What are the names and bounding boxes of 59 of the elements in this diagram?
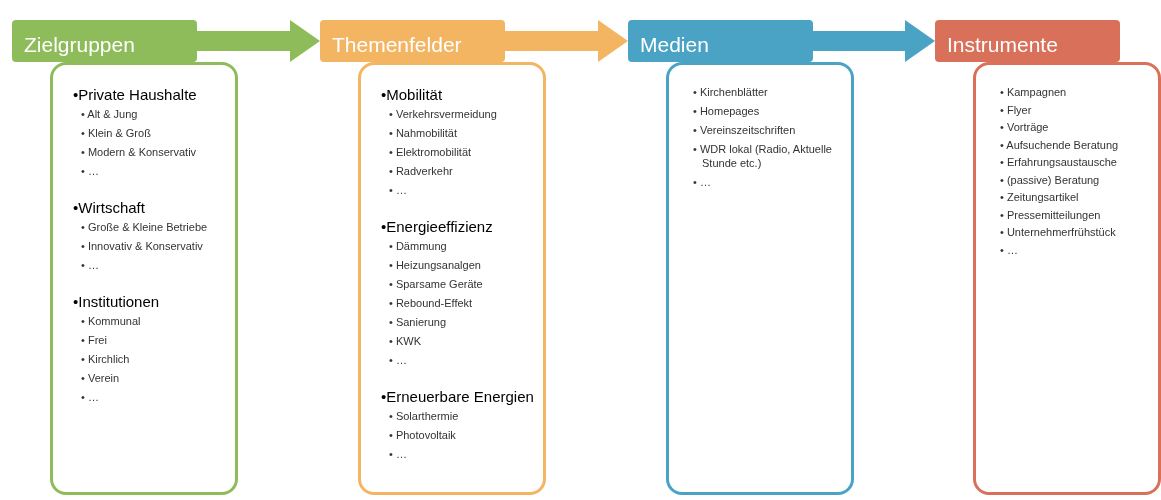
list-item: • Kirchenblätter <box>693 85 769 99</box>
list-item: • Frei <box>81 333 108 347</box>
block-arrow <box>505 20 628 62</box>
list-item: • Rebound-Effekt <box>389 296 474 310</box>
list-item: • Innovativ & Konservativ <box>81 239 204 253</box>
list-item: • Vorträge <box>1000 120 1050 134</box>
list-item: • Homepages <box>693 104 761 118</box>
list-item: • Erfahrungsaustausche <box>1000 155 1118 169</box>
list-item: • Aufsuchende Beratung <box>1000 137 1120 152</box>
list-item: • … <box>389 353 408 367</box>
list-item: • WDR lokal (Radio, Aktuelle Stunde etc.) <box>693 142 833 170</box>
list-item: • Nahmobilität <box>389 126 459 140</box>
block-arrow <box>813 20 935 62</box>
list-item: • Alt & Jung <box>81 107 139 121</box>
list-box <box>666 62 854 495</box>
list-item: • Flyer <box>1000 102 1033 117</box>
header-box: Instrumente <box>935 20 1120 62</box>
list-item: • Verkehrsvermeidung <box>389 107 498 121</box>
list-item: • Kampagnen <box>1000 85 1068 99</box>
list-item: • Radverkehr <box>389 164 454 178</box>
list-item: • … <box>81 164 100 178</box>
list-item: • Zeitungsartikel <box>1000 190 1080 204</box>
list-item: • Große & Kleine Betriebe <box>81 220 209 234</box>
list-item: • Vereinszeitschriften <box>693 123 797 137</box>
list-heading: •Energieeffizienz <box>381 217 494 236</box>
list-item: • Heizungsanalgen <box>389 258 482 272</box>
list-item: • Kommunal <box>81 314 142 328</box>
list-item: • … <box>1000 242 1019 257</box>
list-item: • Photovoltaik <box>389 428 457 442</box>
list-item: • Solarthermie <box>389 409 460 423</box>
header-box: Medien <box>628 20 813 62</box>
header-box: Zielgruppen <box>12 20 197 62</box>
list-item: • … <box>693 175 712 189</box>
list-box <box>973 62 1161 495</box>
list-item: • KWK <box>389 334 422 348</box>
list-item: • Modern & Konservativ <box>81 145 198 159</box>
list-item: • Pressemitteilungen <box>1000 207 1102 222</box>
list-heading: •Mobilität <box>381 85 444 104</box>
list-heading: •Wirtschaft <box>73 198 146 217</box>
list-item: • Elektromobilität <box>389 145 473 159</box>
list-item: • (passive) Beratung <box>1000 172 1101 187</box>
list-item: • … <box>81 390 100 404</box>
list-item: • … <box>389 183 408 197</box>
list-item: • Sparsame Geräte <box>389 277 484 291</box>
list-item: • Kirchlich <box>81 352 131 366</box>
list-item: • Unternehmerfrühstück <box>1000 225 1117 239</box>
list-item: • Dämmung <box>389 239 448 253</box>
list-item: • … <box>389 447 408 461</box>
list-heading: •Private Haushalte <box>73 85 198 104</box>
header-box: Themenfelder <box>320 20 505 62</box>
list-heading: •Erneuerbare Energien <box>381 387 535 406</box>
list-heading: •Institutionen <box>73 292 161 311</box>
list-box <box>358 62 546 495</box>
block-arrow <box>197 20 320 62</box>
list-item: • Verein <box>81 371 121 385</box>
list-item: • Klein & Groß <box>81 126 152 140</box>
list-box <box>50 62 238 495</box>
list-item: • Sanierung <box>389 315 448 329</box>
list-item: • … <box>81 258 100 272</box>
